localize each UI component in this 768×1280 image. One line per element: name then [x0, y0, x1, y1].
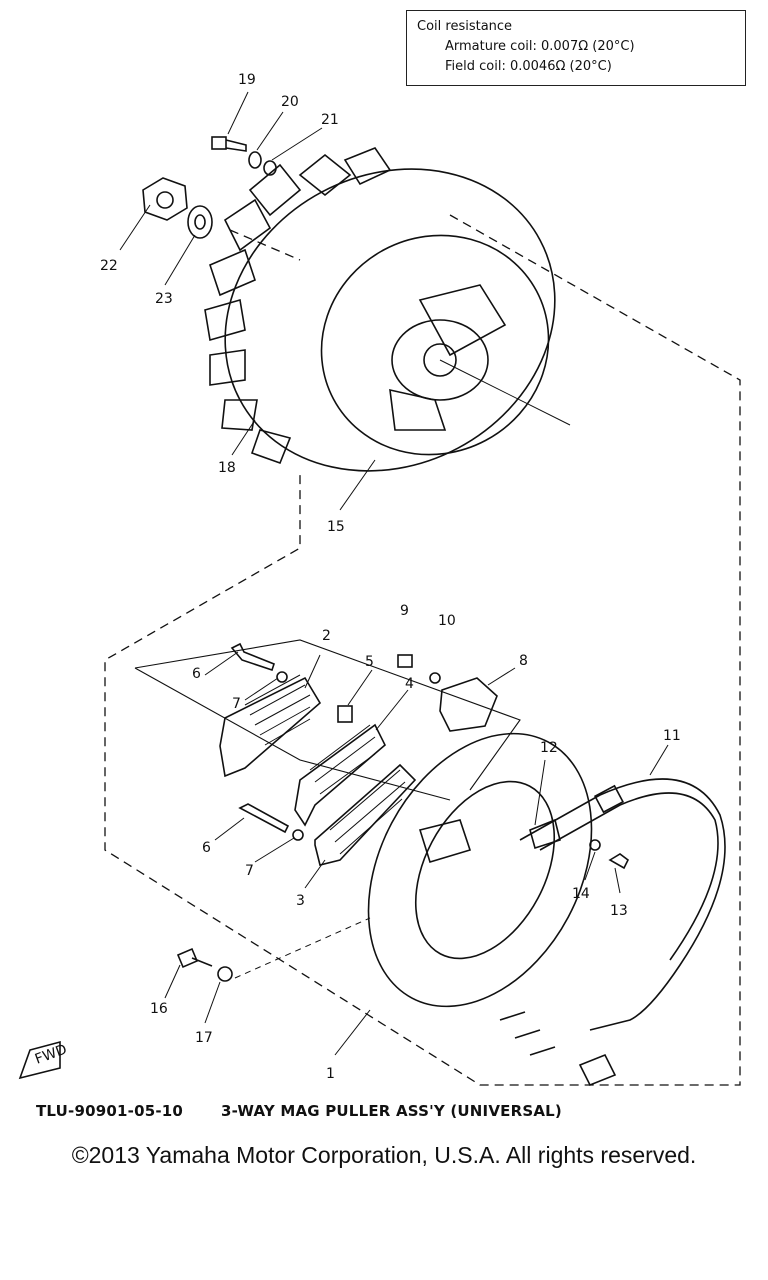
- washer-7-lower: [292, 829, 304, 841]
- callout-7-upper: 7: [232, 696, 241, 712]
- callout-15: 15: [327, 519, 345, 535]
- callout-7-lower: 7: [245, 863, 254, 879]
- screw-13: [608, 853, 630, 870]
- screw-16: [176, 947, 213, 969]
- assembly-dashed-outline: [104, 214, 741, 1086]
- leader-lines: [119, 91, 669, 1056]
- spec-armature-coil: Armature coil: 0.007Ω (20°C): [445, 39, 635, 54]
- screw-6-upper: [230, 642, 275, 672]
- coil-3: [314, 763, 417, 866]
- washer-10: [429, 672, 441, 684]
- tool-caption: TLU-90901-05-10 3-WAY MAG PULLER ASS'Y (U…: [36, 1102, 562, 1120]
- fwd-label: FWD: [33, 1042, 69, 1068]
- grommet-12: [529, 818, 561, 850]
- copyright-notice: ©2013 Yamaha Motor Corporation, U.S.A. A…: [71, 1142, 697, 1168]
- callout-10: 10: [438, 613, 456, 629]
- callout-21: 21: [321, 112, 339, 128]
- wire-harness-11: [499, 778, 726, 1087]
- callout-23: 23: [155, 291, 173, 307]
- washer-14: [589, 839, 601, 851]
- callout-4: 4: [405, 676, 414, 692]
- callout-1: 1: [326, 1066, 335, 1082]
- callout-2: 2: [322, 628, 331, 644]
- washer-21: [263, 160, 277, 176]
- fwd-arrow-icon: [18, 1040, 61, 1080]
- callout-6-upper: 6: [192, 666, 201, 682]
- callout-6-lower: 6: [202, 840, 211, 856]
- callout-11: 11: [663, 728, 681, 744]
- callout-14: 14: [572, 886, 590, 902]
- coil-2: [219, 674, 322, 778]
- callout-12: 12: [540, 740, 558, 756]
- callout-17: 17: [195, 1030, 213, 1046]
- stator-base-plate: [367, 732, 593, 1008]
- callout-18: 18: [218, 460, 236, 476]
- callout-13: 13: [610, 903, 628, 919]
- coil-4: [294, 723, 386, 827]
- callout-5: 5: [365, 654, 374, 670]
- callout-9: 9: [400, 603, 409, 619]
- callout-19: 19: [238, 72, 256, 88]
- tool-name: 3-WAY MAG PULLER ASS'Y (UNIVERSAL): [221, 1102, 562, 1120]
- nut-22: [142, 177, 188, 221]
- washer-17: [217, 966, 233, 982]
- callout-8: 8: [519, 653, 528, 669]
- callout-22: 22: [100, 258, 118, 274]
- callout-20: 20: [281, 94, 299, 110]
- spec-field-coil: Field coil: 0.0046Ω (20°C): [445, 59, 612, 74]
- spacer-5: [337, 705, 353, 723]
- bolt-19: [211, 136, 247, 152]
- callout-labels: 1 2 3 4 5 6 6 7 7 8 9 10 11 12 13 14 15 …: [100, 72, 681, 1082]
- flywheel-rotor: [204, 147, 571, 472]
- washer-23: [187, 205, 213, 239]
- coil-resistance-spec-box: Coil resistance Armature coil: 0.007Ω (2…: [406, 10, 746, 86]
- contact-breaker-8: [439, 677, 498, 732]
- washer-7-upper: [276, 671, 288, 683]
- tool-number: TLU-90901-05-10: [36, 1102, 184, 1120]
- screw-6-lower: [238, 803, 290, 834]
- spec-title: Coil resistance: [417, 19, 513, 34]
- stator-group-outline: [134, 639, 521, 801]
- callout-3: 3: [296, 893, 305, 909]
- callout-16: 16: [150, 1001, 168, 1017]
- washer-20: [248, 151, 262, 169]
- screw-9: [397, 654, 413, 668]
